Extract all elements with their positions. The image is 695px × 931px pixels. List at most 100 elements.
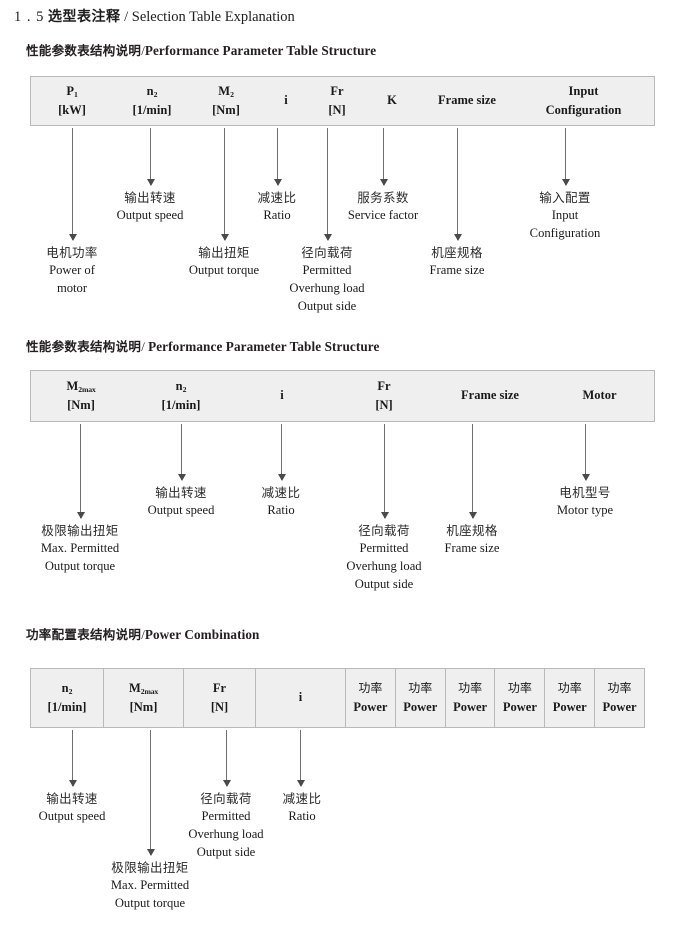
annotation-table-2-frame-size: 机座规格 Frame size: [445, 522, 500, 558]
annotation-table-3-ratio-en1: Ratio: [288, 808, 316, 823]
table-1-col-n2-unit: [1/min]: [132, 103, 172, 117]
annotation-table-2-overhung-load-en1: Permitted: [359, 540, 409, 555]
table-2-col-i-symbol: i: [280, 388, 284, 403]
table-1-col-p1-symbol: P1: [66, 83, 78, 99]
page-title-english: Selection Table Explanation: [131, 9, 295, 25]
annotation-table-3-overhung-load-en1: Permitted: [201, 808, 251, 823]
arrow-table-1-fr: [323, 128, 332, 241]
table-1-col-m2-symbol: M2: [218, 83, 234, 99]
table-1-col-fr-symbol: Fr: [330, 83, 344, 98]
performance-table-2: M2max [Nm] n2 [1/min] i Fr [N] Frame siz…: [30, 370, 655, 422]
table-1-col-fr-unit: [N]: [328, 103, 346, 117]
table-1-col-p1: P1 [kW]: [31, 77, 113, 125]
table-3-col-power-6: 功率 Power: [594, 669, 644, 727]
table-1-col-input-configuration: Input Configuration: [513, 77, 654, 125]
annotation-table-1-frame-size-en1: Frame size: [429, 262, 485, 277]
table-2-col-frame-size-label: Frame size: [461, 388, 519, 403]
annotation-table-3-overhung-load-en2: Overhung load: [188, 826, 264, 841]
annotation-table-3-overhung-load-chinese: 径向载荷: [200, 791, 252, 806]
annotation-table-2-ratio-chinese: 减速比: [261, 485, 301, 500]
arrow-table-1-m2: [220, 128, 229, 241]
table-1-col-input-line1: Input: [568, 83, 599, 98]
annotation-table-1-ratio: 减速比 Ratio: [258, 189, 297, 225]
annotation-table-2-ratio: 减速比 Ratio: [262, 484, 301, 520]
section-3-title-english: Power Combination: [144, 627, 260, 642]
arrow-table-2-n2: [177, 424, 186, 481]
arrow-table-2-i: [277, 424, 286, 481]
annotation-table-1-output-speed-en1: Output speed: [116, 207, 184, 222]
section-1-title-chinese: 性能参数表结构说明: [26, 43, 142, 58]
table-3-col-power-2: 功率 Power: [394, 669, 445, 727]
table-2-col-m2max-unit: [Nm]: [67, 398, 95, 412]
annotation-table-3-overhung-load: 径向载荷 Permitted Overhung load Output side: [188, 790, 263, 861]
page-title-number: 1 . 5: [14, 9, 45, 25]
arrow-table-2-motor: [581, 424, 590, 481]
arrow-table-3-n2: [68, 730, 77, 787]
table-3-col-power-5-english: Power: [552, 699, 587, 714]
annotation-table-3-max-output-torque-chinese: 极限输出扭矩: [111, 860, 189, 875]
table-3-col-power-4-english: Power: [502, 699, 537, 714]
annotation-table-2-max-output-torque: 极限输出扭矩 Max. Permitted Output torque: [41, 522, 119, 576]
page-title-chinese: 选型表注释: [48, 9, 121, 25]
arrow-table-2-fr: [380, 424, 389, 519]
table-2-col-frame-size: Frame size: [435, 371, 545, 421]
annotation-table-2-output-speed-en1: Output speed: [147, 502, 215, 517]
annotation-table-2-motor-type-chinese: 电机型号: [559, 485, 611, 500]
annotation-table-1-service-factor-chinese: 服务系数: [357, 190, 409, 205]
table-3-col-power-5-chinese: 功率: [557, 681, 582, 696]
annotation-table-3-ratio-chinese: 减速比: [282, 791, 322, 806]
arrow-table-1-k: [379, 128, 388, 186]
table-1-col-k-symbol: K: [387, 93, 397, 108]
annotation-table-2-frame-size-chinese: 机座规格: [446, 523, 498, 538]
annotation-table-1-power-of-motor-en1: Power of: [49, 262, 95, 277]
table-3-col-power-1: 功率 Power: [345, 669, 395, 727]
table-3-col-power-5: 功率 Power: [544, 669, 594, 727]
table-2-col-m2max: M2max [Nm]: [31, 371, 131, 421]
annotation-table-2-overhung-load-en2: Overhung load: [346, 558, 422, 573]
annotation-table-2-ratio-en1: Ratio: [267, 502, 295, 517]
table-2-col-n2: n2 [1/min]: [131, 371, 231, 421]
section-1-title-separator: /: [141, 43, 145, 58]
annotation-table-1-input-configuration-en1: Input: [551, 207, 579, 222]
annotation-table-2-overhung-load-en3: Output side: [354, 576, 414, 591]
table-1-col-input-line2: Configuration: [545, 103, 622, 117]
annotation-table-2-frame-size-en1: Frame size: [444, 540, 500, 555]
table-2-col-m2max-symbol: M2max: [66, 378, 96, 394]
table-3-col-n2-symbol: n2: [61, 680, 73, 696]
table-3-col-power-6-chinese: 功率: [607, 681, 632, 696]
table-3-col-n2: n2 [1/min]: [31, 669, 103, 727]
section-2-title-separator: /: [141, 339, 145, 354]
annotation-table-1-overhung-load: 径向载荷 Permitted Overhung load Output side: [289, 244, 364, 315]
arrow-table-2-frame-size: [468, 424, 477, 519]
annotation-table-1-overhung-load-chinese: 径向载荷: [301, 245, 353, 260]
annotation-table-3-overhung-load-en3: Output side: [196, 844, 256, 859]
table-2-col-n2-symbol: n2: [175, 378, 187, 394]
arrow-table-3-m2max: [146, 730, 155, 856]
section-1-title: 性能参数表结构说明/Performance Parameter Table St…: [26, 40, 376, 59]
table-3-col-m2max: M2max [Nm]: [103, 669, 183, 727]
table-1-col-frame-size: Frame size: [421, 77, 513, 125]
table-3-col-power-3-english: Power: [453, 699, 488, 714]
section-3-title: 功率配置表结构说明/Power Combination: [26, 624, 259, 643]
table-1-col-k: K: [363, 77, 421, 125]
power-combination-table: n2 [1/min] M2max [Nm] Fr [N] i 功率 Power …: [30, 668, 645, 728]
table-1-col-fr: Fr [N]: [311, 77, 363, 125]
annotation-table-1-overhung-load-en3: Output side: [297, 298, 357, 313]
annotation-table-3-max-output-torque-en2: Output torque: [114, 895, 186, 910]
annotation-table-1-overhung-load-en2: Overhung load: [289, 280, 365, 295]
annotation-table-1-input-configuration: 输入配置 Input Configuration: [530, 189, 601, 243]
annotation-table-2-output-speed-chinese: 输出转速: [155, 485, 207, 500]
annotation-table-1-power-of-motor-chinese: 电机功率: [46, 245, 98, 260]
performance-table-1: P1 [kW] n2 [1/min] M2 [Nm] i Fr [N] K Fr…: [30, 76, 655, 126]
table-3-col-power-4-chinese: 功率: [507, 681, 532, 696]
table-2-col-i: i: [231, 371, 333, 421]
section-3-title-separator: /: [141, 627, 145, 642]
table-3-col-power-4: 功率 Power: [494, 669, 544, 727]
section-2-title-chinese: 性能参数表结构说明: [26, 339, 142, 354]
arrow-table-3-i: [296, 730, 305, 787]
table-2-col-motor-label: Motor: [582, 388, 617, 403]
annotation-table-1-ratio-en1: Ratio: [263, 207, 291, 222]
arrow-table-1-frame-size: [453, 128, 462, 241]
table-3-col-power-2-chinese: 功率: [408, 681, 433, 696]
annotation-table-2-output-speed: 输出转速 Output speed: [148, 484, 215, 520]
